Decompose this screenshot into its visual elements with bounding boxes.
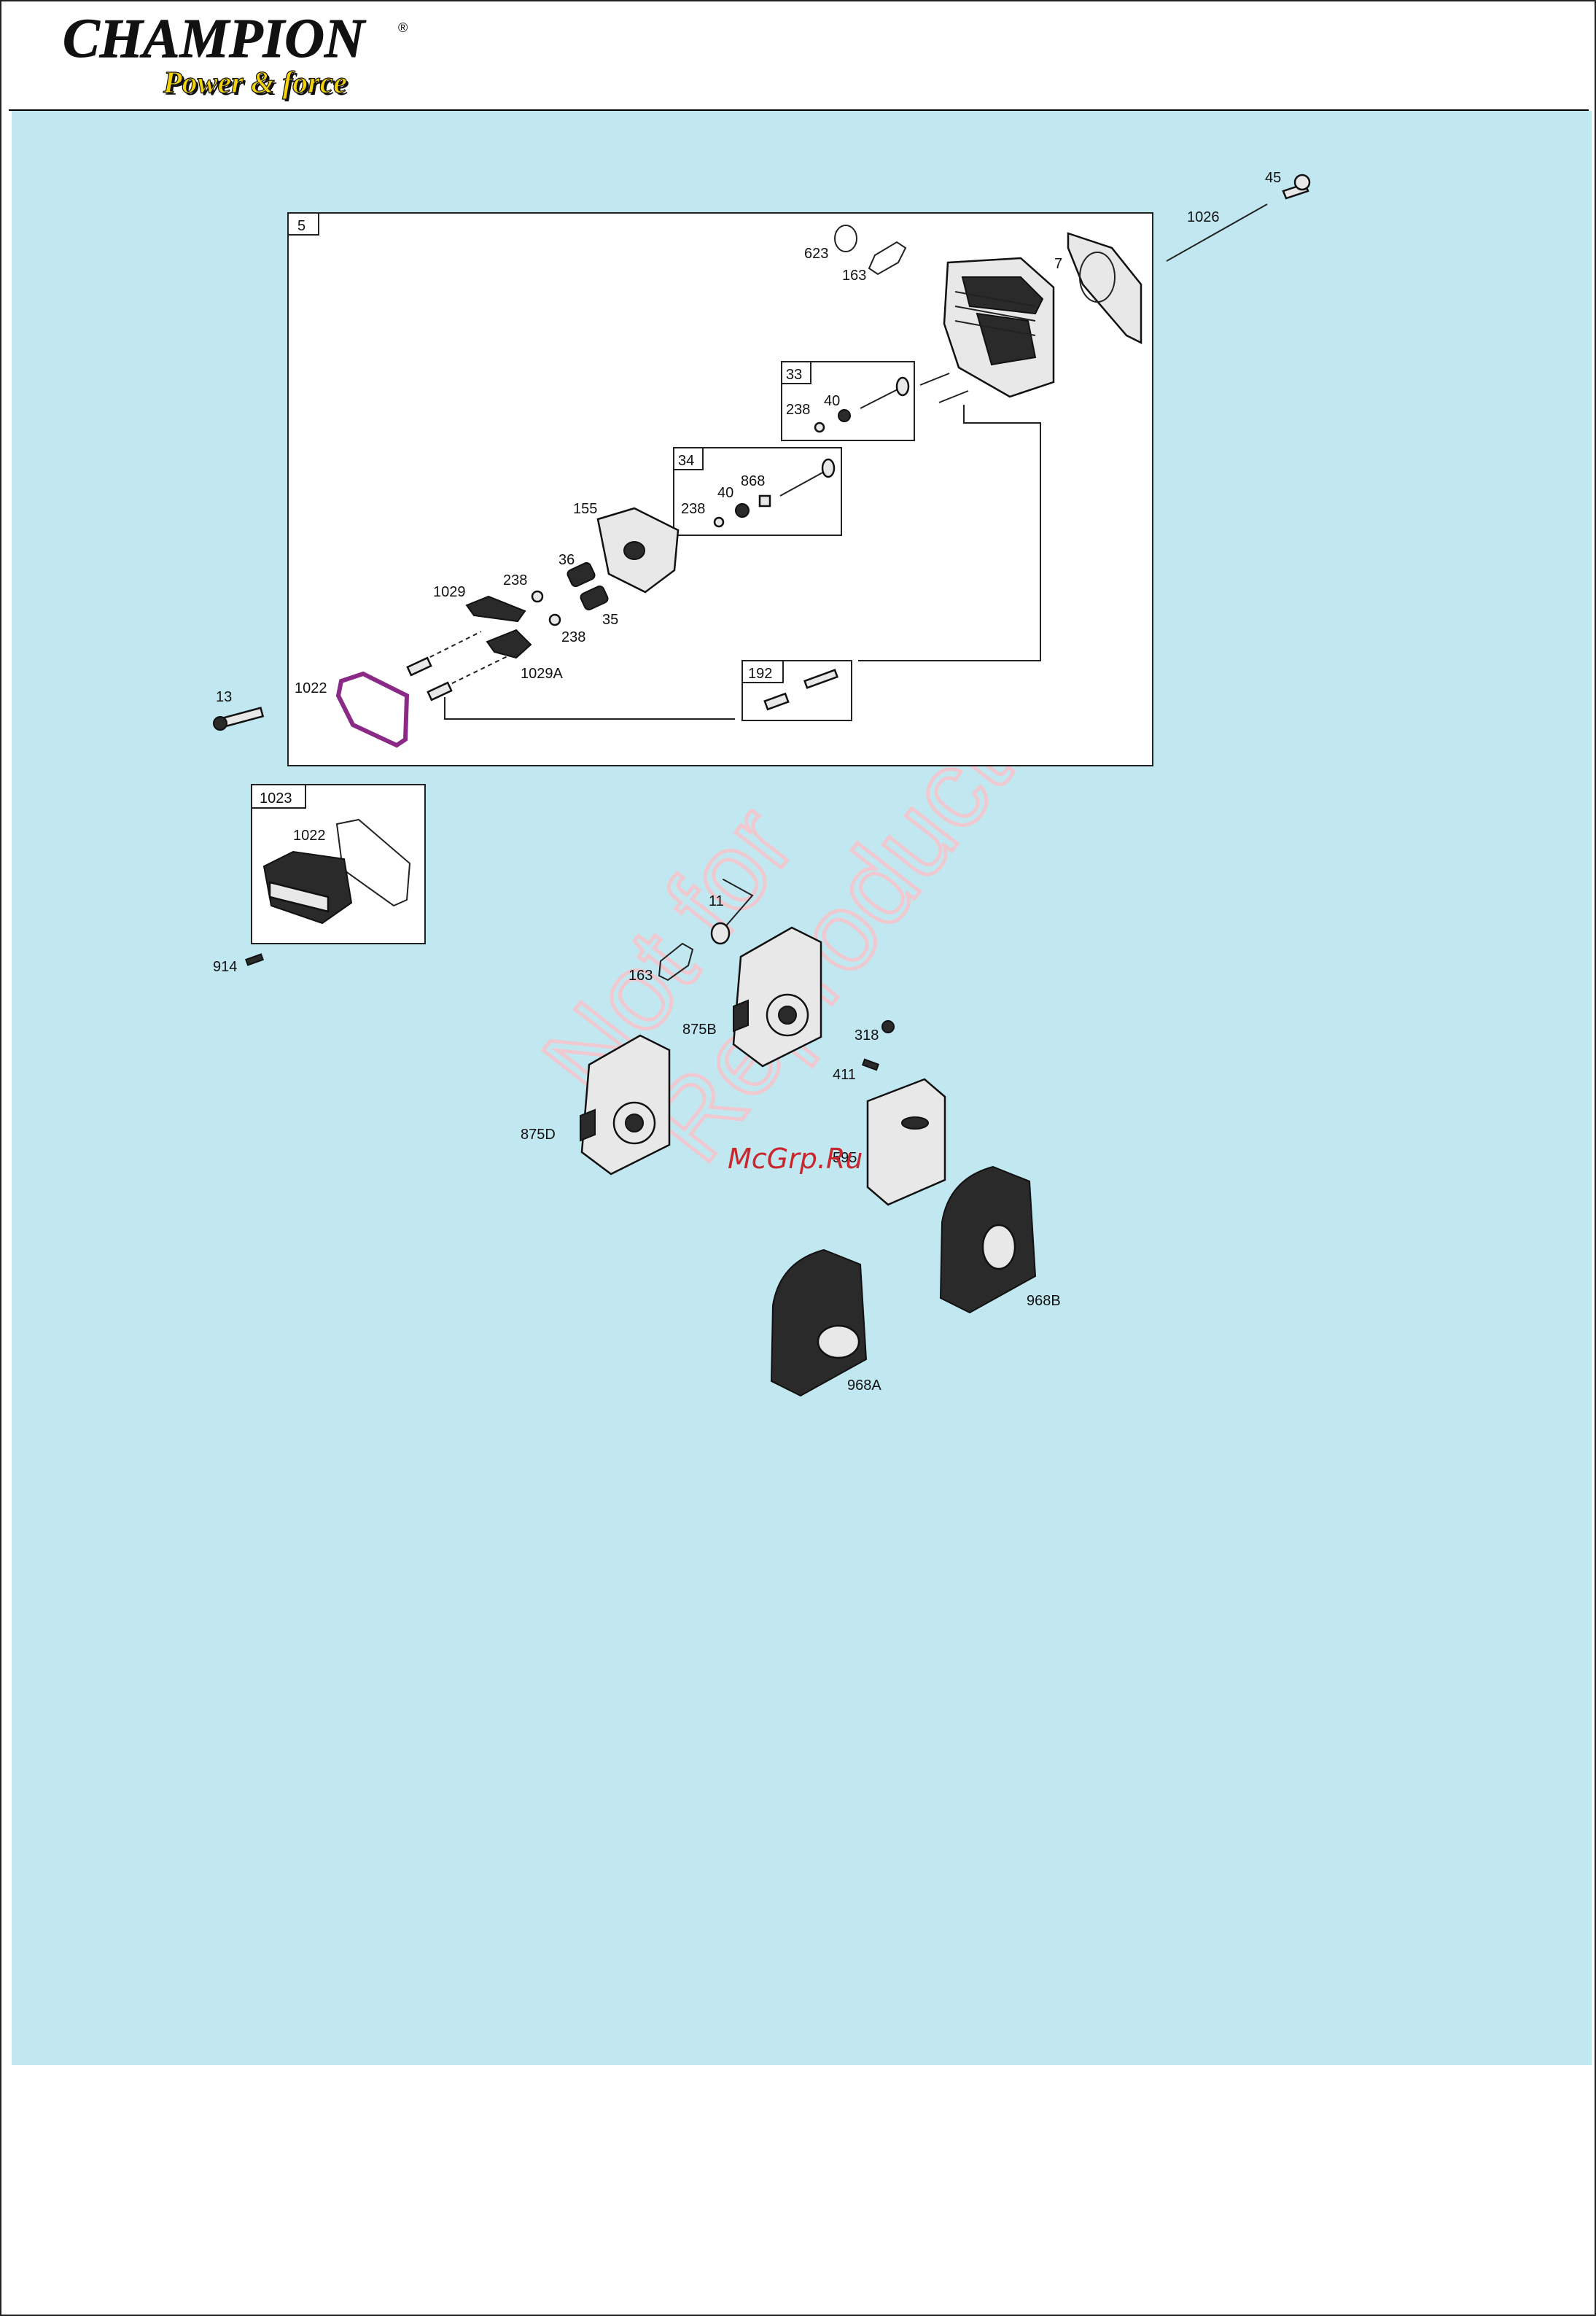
label-35: 35 [602,612,618,628]
label-40-box33: 40 [824,393,840,409]
label-411: 411 [833,1067,856,1083]
label-155: 155 [573,501,597,517]
box-label-1023: 1023 [260,790,292,807]
label-1022-box5: 1022 [295,680,327,696]
label-914: 914 [213,959,237,975]
air-cleaner-cover-968b [941,1167,1035,1313]
screw-411 [863,1060,879,1070]
label-163-top: 163 [842,268,866,284]
box-label-33: 33 [786,367,802,383]
label-238-box34: 238 [681,501,705,517]
valve-34-head [822,459,834,477]
box-label-34: 34 [678,453,694,469]
label-45: 45 [1265,170,1281,186]
label-868: 868 [741,473,765,489]
cap-868 [760,496,770,506]
label-238-lower: 238 [561,629,585,645]
label-238-upper: 238 [503,572,527,588]
keeper-238-lower [550,615,560,625]
keeper-238-upper [532,591,542,602]
box-label-192: 192 [748,666,772,682]
seal-40-box33 [838,410,850,421]
label-875b: 875B [682,1022,717,1038]
label-1029a: 1029A [521,666,563,682]
label-7: 7 [1054,256,1062,272]
label-623: 623 [804,246,828,262]
box-label-5: 5 [297,218,305,234]
label-875d: 875D [521,1127,556,1143]
label-238-box33: 238 [786,402,810,418]
label-11: 11 [709,893,724,909]
pin-45-head [1295,175,1309,190]
filter-element-595 [868,1079,945,1205]
label-13: 13 [216,689,232,705]
rocker-cover-155-port [624,542,645,559]
label-1022-box1023: 1022 [293,828,326,844]
filter-element-595-logo [902,1117,928,1129]
keeper-238-box34 [715,518,723,526]
air-cleaner-cover-968a [771,1250,866,1396]
label-968a: 968A [847,1377,881,1394]
label-968b: 968B [1027,1293,1061,1309]
screw-914 [246,954,262,965]
keeper-238-box33 [815,423,824,432]
bolt-13 [214,708,263,730]
label-36: 36 [558,552,575,568]
label-318: 318 [855,1027,879,1044]
seal-40-box34 [736,504,749,517]
label-40-box34: 40 [717,485,733,501]
valve-33-head [897,378,908,395]
label-163-lower: 163 [628,968,653,984]
label-1029: 1029 [433,584,466,600]
site-watermark: McGrp.Ru [728,1143,863,1175]
breather-tube-11-end [712,923,729,944]
screw-318 [882,1021,894,1033]
label-1026: 1026 [1187,209,1220,225]
